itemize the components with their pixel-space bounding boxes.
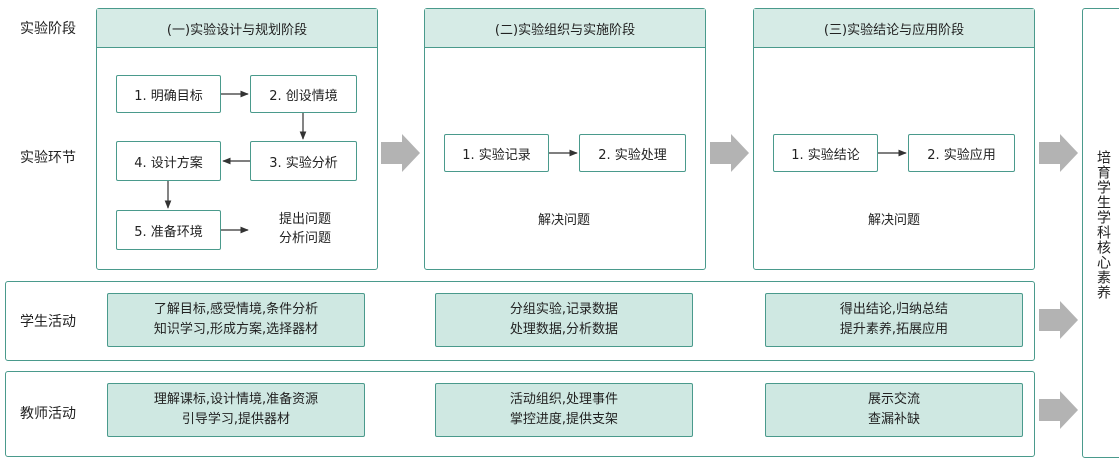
- stage-1-outcome-line-1: 提出问题: [278, 212, 331, 227]
- big-arrow-student-to-goal: [1039, 301, 1078, 339]
- student-activity-2: 分组实验,记录数据 处理数据,分析数据: [435, 293, 693, 347]
- stage-3-title: (三)实验结论与应用阶段: [754, 9, 1034, 48]
- goal-column: [1082, 8, 1119, 458]
- teacher-activity-3: 展示交流 查漏补缺: [765, 383, 1023, 437]
- stage-3-step-1: 1. 实验结论: [773, 134, 878, 172]
- row-label-student: 学生活动: [20, 314, 76, 330]
- student-activity-3-line-1: 得出结论,归纳总结: [839, 302, 949, 317]
- stage-3-step-2: 2. 实验应用: [908, 134, 1015, 172]
- teacher-activity-2-line-2: 掌控进度,提供支架: [509, 412, 619, 427]
- big-arrow-stage3-to-goal: [1039, 134, 1078, 172]
- teacher-activity-3-line-1: 展示交流: [867, 392, 920, 407]
- teacher-activity-2-line-1: 活动组织,处理事件: [509, 392, 619, 407]
- big-arrow-teacher-to-goal: [1039, 391, 1078, 429]
- teacher-activity-1-line-1: 理解课标,设计情境,准备资源: [153, 392, 319, 407]
- stage-1-title: (一)实验设计与规划阶段: [97, 9, 377, 48]
- stage-2-outcome: 解决问题: [537, 213, 590, 228]
- teacher-activity-1-line-2: 引导学习,提供器材: [181, 412, 291, 427]
- big-arrow-stage2-to-stage3: [710, 134, 749, 172]
- big-arrow-stage1-to-stage2: [381, 134, 420, 172]
- stage-2-step-1: 1. 实验记录: [444, 134, 549, 172]
- student-activity-1-line-2: 知识学习,形成方案,选择器材: [153, 322, 319, 337]
- teacher-activity-1: 理解课标,设计情境,准备资源 引导学习,提供器材: [107, 383, 365, 437]
- stage-3-outcome: 解决问题: [867, 213, 920, 228]
- row-label-step: 实验环节: [20, 150, 76, 166]
- student-activity-3: 得出结论,归纳总结 提升素养,拓展应用: [765, 293, 1023, 347]
- student-activity-3-line-2: 提升素养,拓展应用: [839, 322, 949, 337]
- stage-1-step-2: 2. 创设情境: [250, 75, 357, 113]
- student-activity-1-line-1: 了解目标,感受情境,条件分析: [153, 302, 319, 317]
- stage-1-outcome-line-2: 分析问题: [278, 231, 331, 246]
- stage-2-title: (二)实验组织与实施阶段: [425, 9, 705, 48]
- student-activity-2-line-1: 分组实验,记录数据: [509, 302, 619, 317]
- stage-1-step-3: 3. 实验分析: [250, 141, 357, 181]
- teacher-activity-2: 活动组织,处理事件 掌控进度,提供支架: [435, 383, 693, 437]
- student-activity-1: 了解目标,感受情境,条件分析 知识学习,形成方案,选择器材: [107, 293, 365, 347]
- teacher-activity-3-line-2: 查漏补缺: [867, 412, 920, 427]
- goal-text: 培育学生学科核心素养: [1095, 150, 1111, 300]
- student-activity-2-line-2: 处理数据,分析数据: [509, 322, 619, 337]
- row-label-teacher: 教师活动: [20, 406, 76, 422]
- stage-1-outcome: 提出问题 分析问题: [260, 210, 350, 248]
- stage-1-step-1: 1. 明确目标: [116, 75, 221, 113]
- stage-1-step-5: 5. 准备环境: [116, 210, 221, 250]
- stage-1-step-4: 4. 设计方案: [116, 141, 221, 181]
- row-label-stage: 实验阶段: [20, 21, 76, 37]
- stage-2-step-2: 2. 实验处理: [579, 134, 686, 172]
